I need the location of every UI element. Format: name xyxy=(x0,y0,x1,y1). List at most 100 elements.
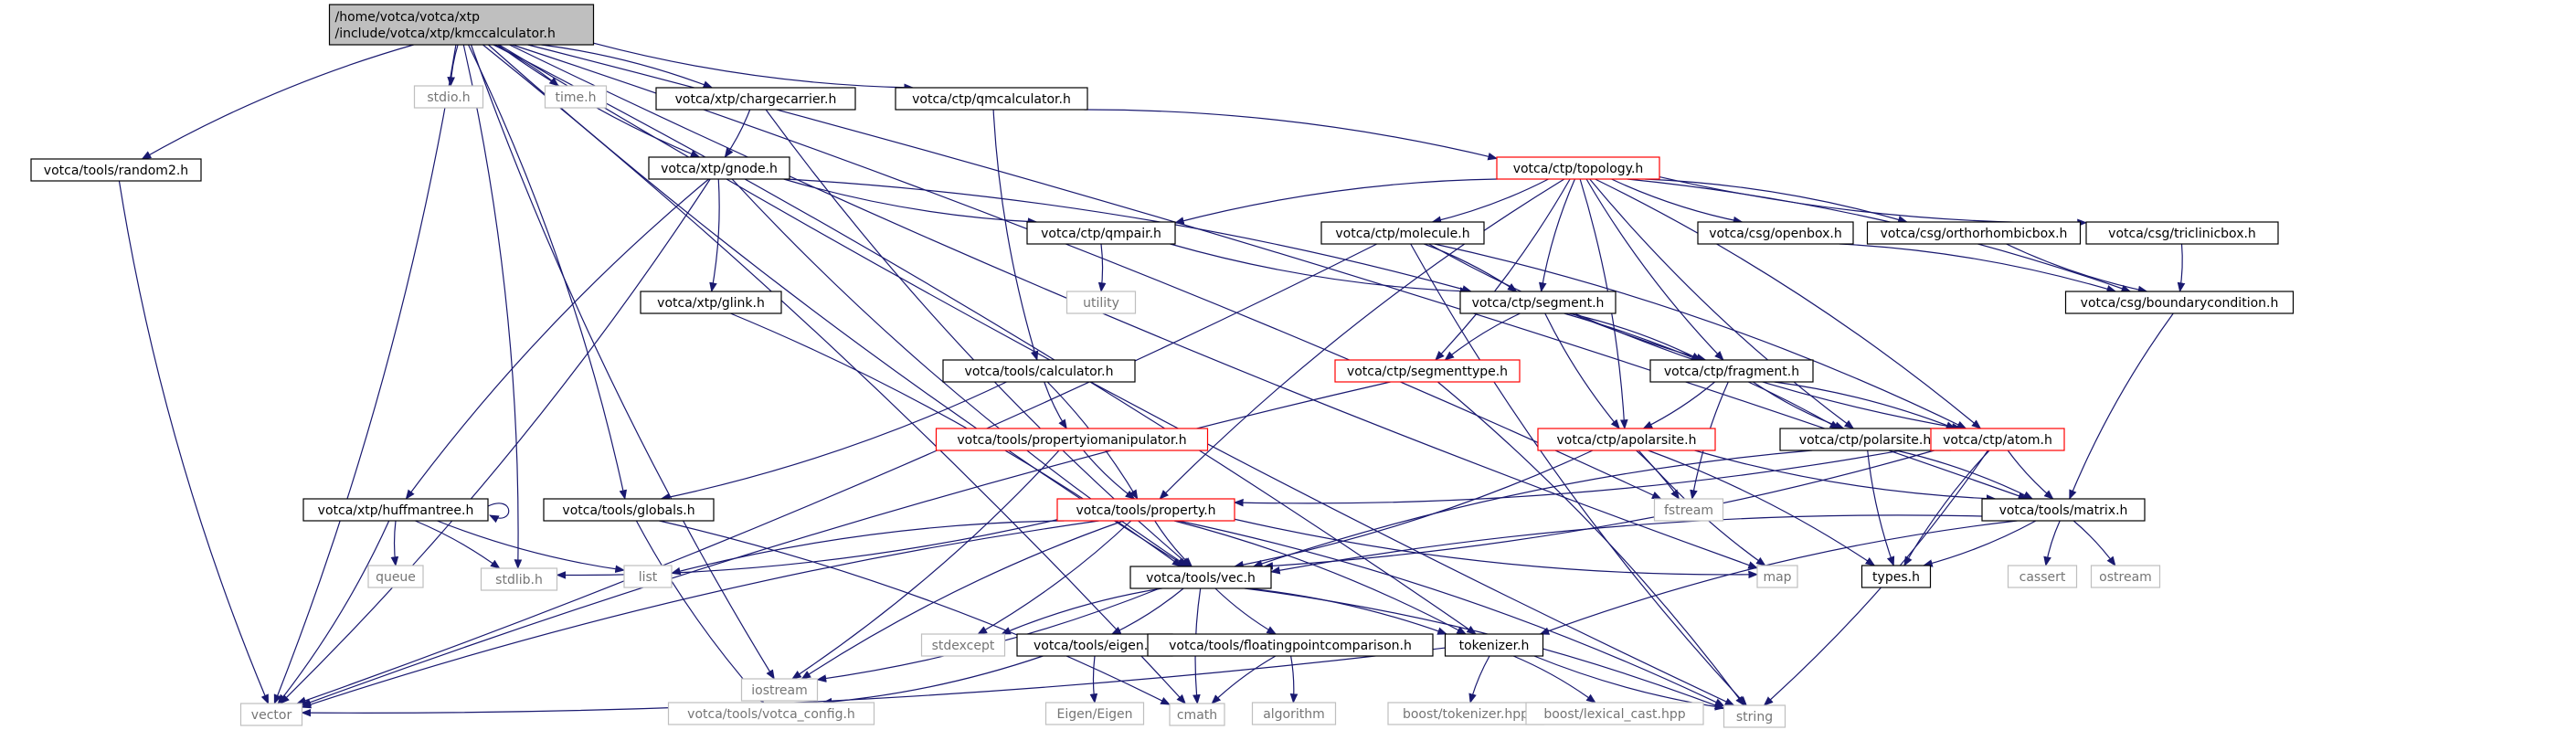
node-label: votca/csg/orthorhombicbox.h xyxy=(1881,227,2068,241)
header-node-segment[interactable]: votca/ctp/segment.h xyxy=(1459,291,1617,314)
dependency-edge-atom-matrix xyxy=(2007,450,2054,500)
node-box xyxy=(2064,291,2295,314)
header-node-topology[interactable]: votca/ctp/topology.h xyxy=(1496,156,1660,180)
node-label: votca/csg/openbox.h xyxy=(1709,227,1842,241)
node-label: /home/votca/votca/xtp xyxy=(335,10,481,25)
header-node-fragment[interactable]: votca/ctp/fragment.h xyxy=(1649,359,1814,383)
header-node-calculator[interactable]: votca/tools/calculator.h xyxy=(942,359,1136,383)
header-node-cassert: cassert xyxy=(2007,565,2078,588)
dependency-edge-gnode-vector xyxy=(280,178,711,704)
node-label: votca/ctp/molecule.h xyxy=(1335,227,1469,241)
node-label: boost/lexical_cast.hpp xyxy=(1543,707,1685,722)
node-label: votca/ctp/atom.h xyxy=(1943,433,2052,448)
header-node-types[interactable]: types.h xyxy=(1860,565,1932,588)
node-box xyxy=(1496,156,1660,180)
dependency-edge-qmcalculator-topology xyxy=(1084,109,1499,161)
dependency-edge-polarsite-matrix xyxy=(1895,450,2034,500)
node-label: tokenizer.h xyxy=(1459,639,1530,653)
dependency-edge-calculator-globals xyxy=(660,381,1007,502)
node-label: votca/ctp/segment.h xyxy=(1472,296,1605,311)
dependency-edge-root-map xyxy=(509,44,1759,569)
header-node-triclinic[interactable]: votca/csg/triclinicbox.h xyxy=(2085,221,2279,245)
dependency-edge-root-vec xyxy=(488,44,1187,567)
header-node-atom[interactable]: votca/ctp/atom.h xyxy=(1930,428,2065,451)
dependency-edge-huffmantree-vector xyxy=(277,520,390,704)
header-node-ostream: ostream xyxy=(2090,565,2161,588)
header-node-time: time.h xyxy=(544,85,608,109)
dependency-edge-calculator-propiomanip xyxy=(1044,381,1067,429)
node-box xyxy=(2007,565,2078,588)
header-node-gnode[interactable]: votca/xtp/gnode.h xyxy=(648,156,790,180)
header-node-glink[interactable]: votca/xtp/glink.h xyxy=(640,291,782,314)
header-node-tokenizer[interactable]: tokenizer.h xyxy=(1444,633,1544,657)
dependency-edge-root-stdlib xyxy=(462,44,523,570)
header-node-segmenttype[interactable]: votca/ctp/segmenttype.h xyxy=(1334,359,1521,383)
header-node-boundary[interactable]: votca/csg/boundarycondition.h xyxy=(2064,291,2295,314)
dependency-edge-topology-openbox xyxy=(1611,178,1744,225)
dependency-edge-tokenizer-boosttok xyxy=(1468,655,1490,704)
node-label: votca/ctp/qmpair.h xyxy=(1041,227,1161,241)
header-node-stdexcept: stdexcept xyxy=(920,633,1006,657)
dependency-edge-tokenizer-string xyxy=(1533,655,1725,711)
node-box xyxy=(1697,221,1854,245)
header-node-globals[interactable]: votca/tools/globals.h xyxy=(543,498,715,522)
header-node-huffmantree[interactable]: votca/xtp/huffmantree.h xyxy=(302,498,489,522)
dependency-edge-segment-apolarsite xyxy=(1544,312,1620,429)
header-node-qmcalculator[interactable]: votca/ctp/qmcalculator.h xyxy=(895,87,1088,111)
node-label: votca/xtp/chargecarrier.h xyxy=(675,92,837,107)
header-node-property[interactable]: votca/tools/property.h xyxy=(1056,498,1235,522)
node-label: votca/ctp/segmenttype.h xyxy=(1347,365,1508,379)
header-node-apolarsite[interactable]: votca/ctp/apolarsite.h xyxy=(1537,428,1716,451)
dependency-edge-topology-property xyxy=(1159,178,1565,500)
node-label: fstream xyxy=(1664,503,1713,518)
header-node-map: map xyxy=(1756,565,1798,588)
node-label: votca/tools/property.h xyxy=(1076,503,1215,518)
header-node-orthobox[interactable]: votca/csg/orthorhombicbox.h xyxy=(1866,221,2082,245)
header-node-propiomanip[interactable]: votca/tools/propertyiomanipulator.h xyxy=(935,428,1209,451)
header-node-molecule[interactable]: votca/ctp/molecule.h xyxy=(1320,221,1485,245)
dependency-edge-root-tokenizer xyxy=(494,44,1477,635)
header-node-utility: utility xyxy=(1065,291,1137,314)
header-node-eigen[interactable]: votca/tools/eigen.h xyxy=(1016,633,1173,657)
node-label: votca/csg/triclinicbox.h xyxy=(2108,227,2256,241)
node-box xyxy=(1981,498,2146,522)
node-box xyxy=(302,498,489,522)
header-node-openbox[interactable]: votca/csg/openbox.h xyxy=(1697,221,1854,245)
dependency-edge-boundary-matrix xyxy=(2069,312,2174,500)
header-node-root[interactable]: /home/votca/votca/xtp/include/votca/xtp/… xyxy=(328,4,595,46)
header-node-polarsite[interactable]: votca/ctp/polarsite.h xyxy=(1779,428,1951,451)
header-node-matrix[interactable]: votca/tools/matrix.h xyxy=(1981,498,2146,522)
header-node-chargecarrier[interactable]: votca/xtp/chargecarrier.h xyxy=(655,87,856,111)
header-node-stdio: stdio.h xyxy=(413,85,484,109)
dependency-edge-segment-segmenttype xyxy=(1444,312,1521,361)
dependency-edge-floatcmp-cmath xyxy=(1211,655,1277,704)
node-label: /include/votca/xtp/kmccalculator.h xyxy=(335,26,556,41)
header-node-floatcmp[interactable]: votca/tools/floatingpointcomparison.h xyxy=(1147,633,1434,657)
node-box xyxy=(935,428,1209,451)
header-node-vec[interactable]: votca/tools/vec.h xyxy=(1129,566,1272,589)
node-box xyxy=(1129,566,1272,589)
node-box xyxy=(413,85,484,109)
dependency-edge-vec-eigen xyxy=(1110,587,1184,635)
node-box xyxy=(920,633,1006,657)
dependency-edge-apolarsite-fstream xyxy=(1636,450,1680,500)
node-box xyxy=(1756,565,1798,588)
dependency-edge-orthobox-boundary xyxy=(2006,243,2148,294)
node-box xyxy=(648,156,790,180)
header-node-algorithm: algorithm xyxy=(1251,702,1337,725)
node-box xyxy=(1320,221,1485,245)
header-node-boosttok: boost/tokenizer.hpp xyxy=(1387,702,1544,725)
node-label: votca/tools/eigen.h xyxy=(1034,639,1156,653)
dependency-edge-property-stdexcept xyxy=(977,520,1132,635)
dependency-edge-chargecarrier-vec xyxy=(765,109,1192,567)
node-label: ostream xyxy=(2099,570,2152,585)
node-box xyxy=(2085,221,2279,245)
dependency-edge-polarsite-vec xyxy=(1252,450,1813,567)
header-node-random2[interactable]: votca/tools/random2.h xyxy=(30,158,202,182)
dependency-edge-qmpair-segment xyxy=(1170,243,1470,295)
dependency-edge-topology-atom xyxy=(1595,178,1982,429)
node-label: stdlib.h xyxy=(495,573,543,587)
dependency-edge-vec-tokenizer xyxy=(1247,587,1447,635)
header-node-qmpair[interactable]: votca/ctp/qmpair.h xyxy=(1026,221,1176,245)
